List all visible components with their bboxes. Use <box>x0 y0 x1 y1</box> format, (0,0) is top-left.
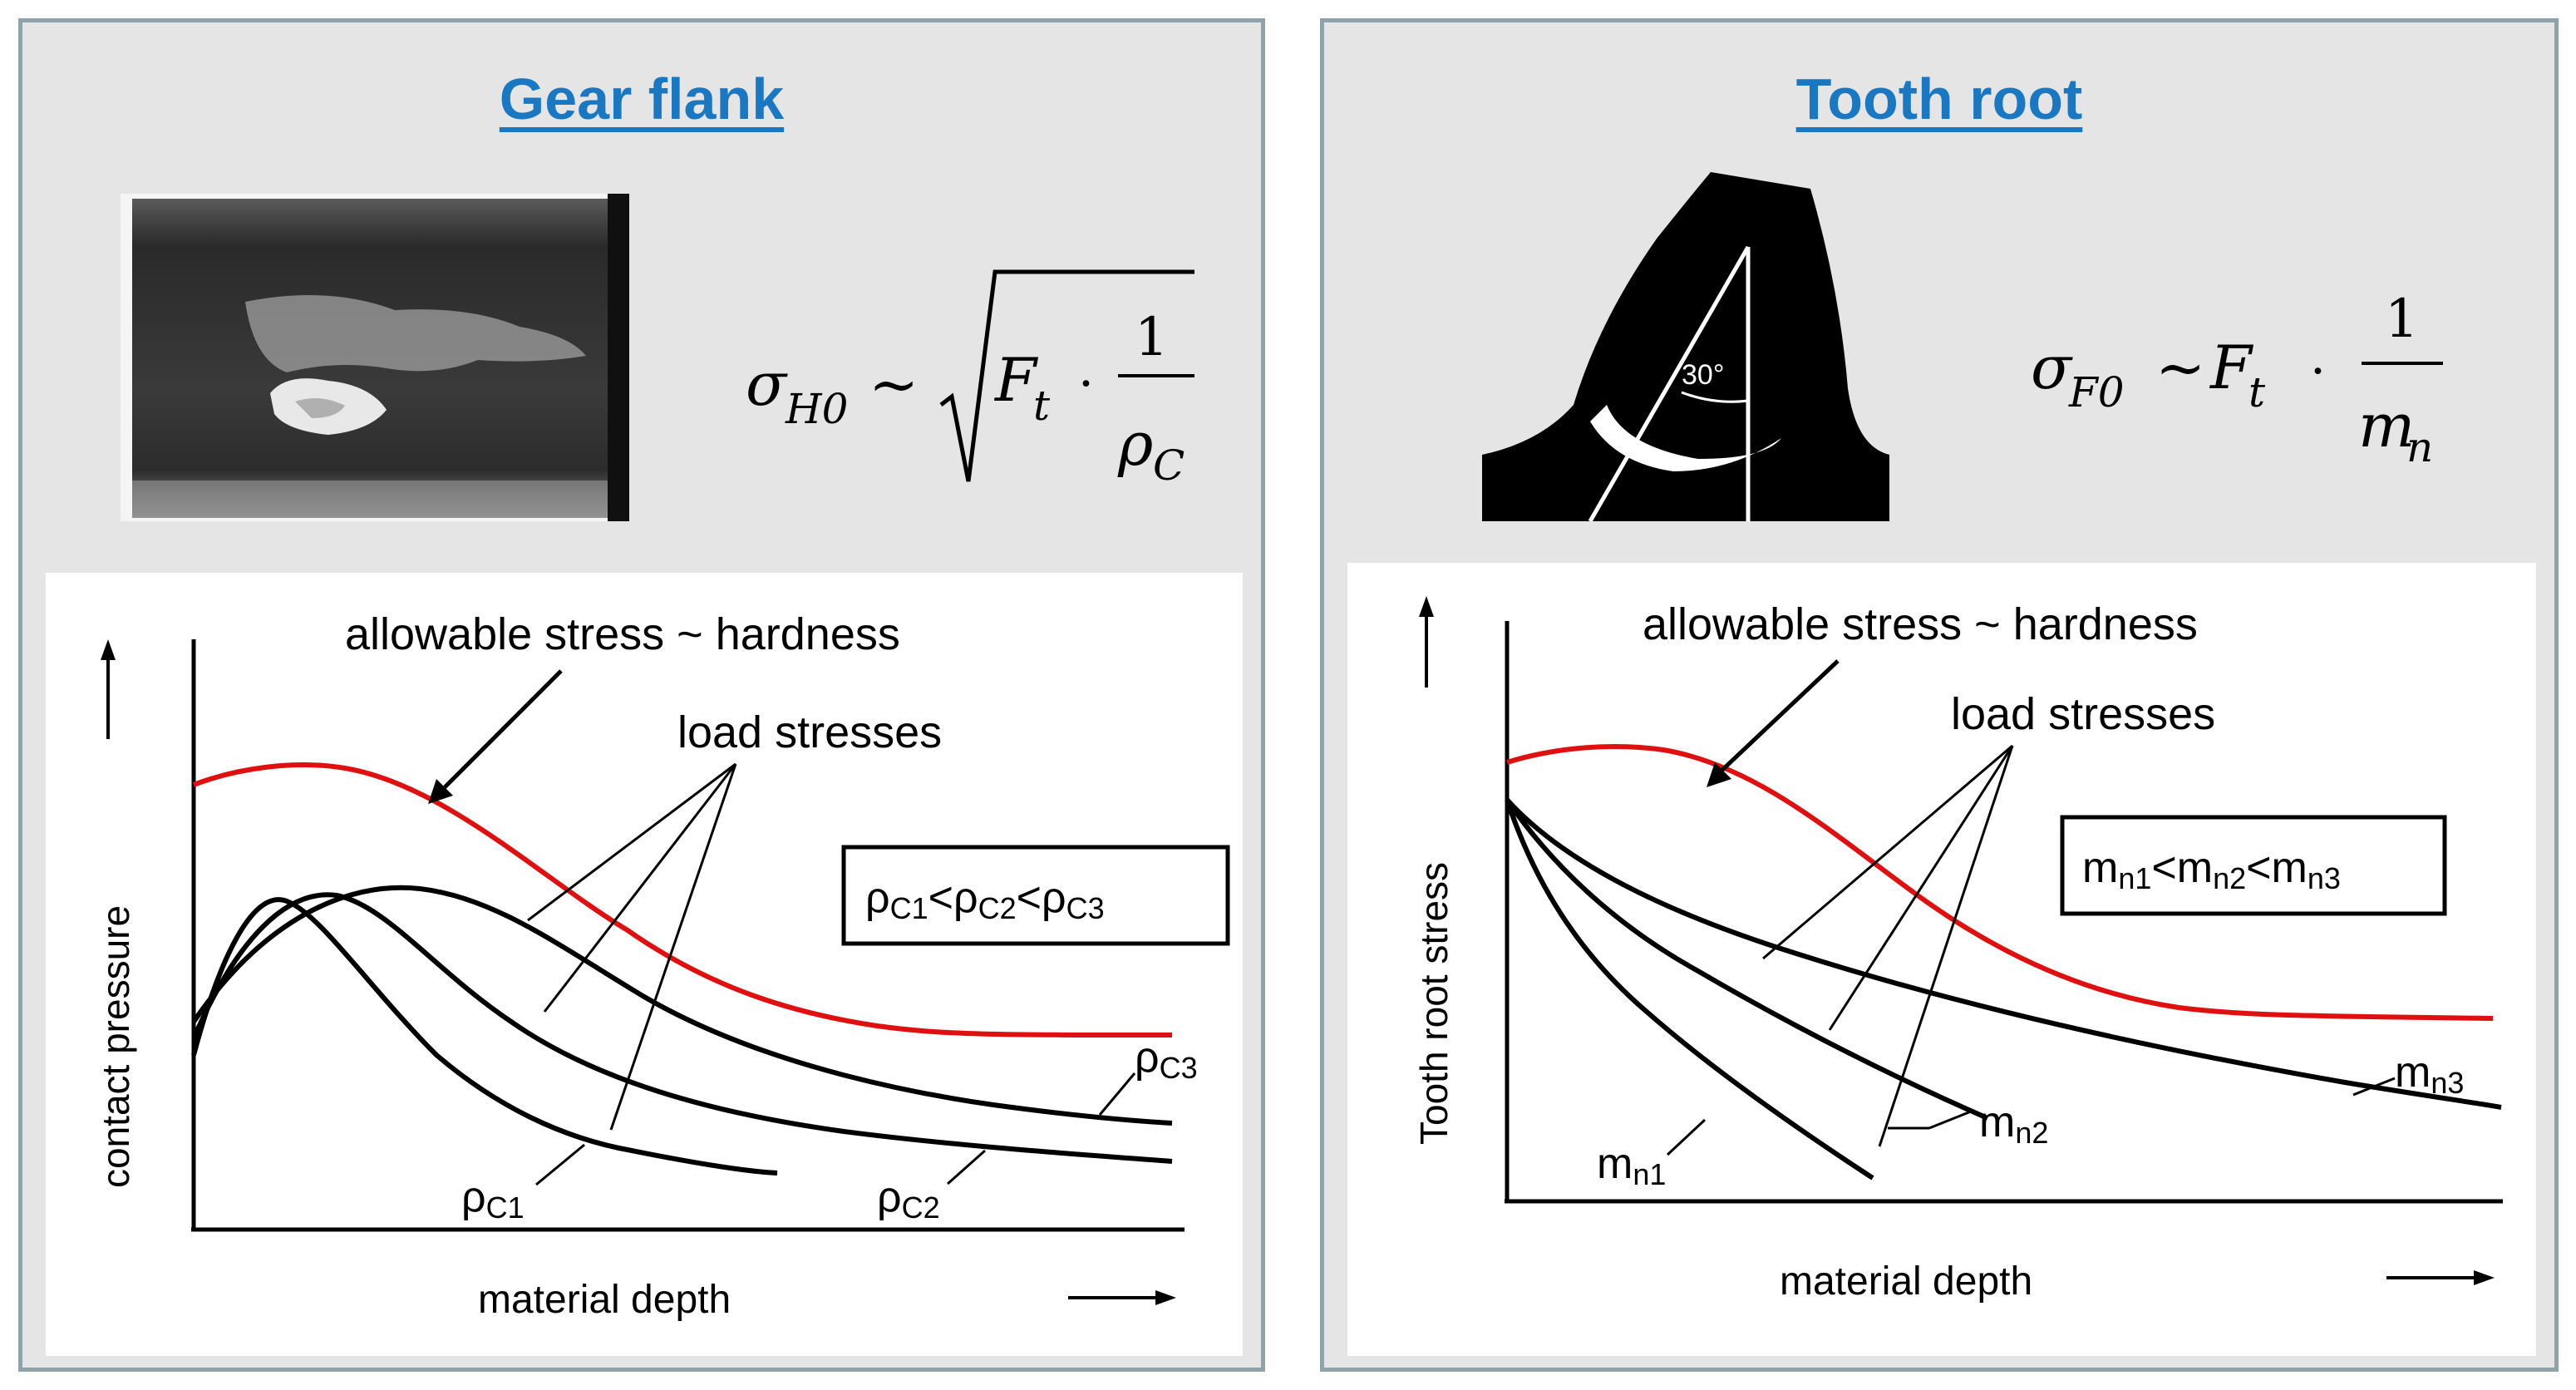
gear-tooth-silhouette: 30° <box>1482 172 1889 521</box>
y-axis-label: Tooth root stress <box>1412 862 1455 1145</box>
load-curve-rho-c3 <box>191 885 1173 1126</box>
allowable-stress-curve <box>192 762 1173 1038</box>
x-arrow-icon <box>2474 1270 2495 1285</box>
legend-box <box>2060 815 2447 916</box>
svg-text:·: · <box>1078 355 1094 413</box>
svg-text:H0: H0 <box>785 385 848 433</box>
y-axis-label: contact pressure <box>94 905 137 1188</box>
load-stresses-label: load stresses <box>1951 689 2215 739</box>
svg-text:~: ~ <box>2155 333 2205 402</box>
svg-text:1: 1 <box>2385 288 2419 350</box>
svg-text:C: C <box>1153 441 1185 490</box>
load-curve-m-n3 <box>1505 797 2502 1110</box>
svg-text:1: 1 <box>1135 307 1169 368</box>
arrow-head-icon <box>428 779 453 804</box>
load-curve-rho-c1 <box>191 897 778 1176</box>
gear-flank-chart: contact pressure material depth allowabl… <box>94 609 1230 1322</box>
curve-label-rho-c1: ρC1 <box>461 1173 525 1225</box>
svg-text:σ: σ <box>746 349 788 419</box>
legend-text: mn1<mn2<mn3 <box>2082 844 2341 895</box>
x-axis-label: material depth <box>478 1278 731 1322</box>
allowable-stress-label: allowable stress ~ hardness <box>1643 599 2198 649</box>
svg-text:σ: σ <box>2031 333 2073 402</box>
curve-label-rho-c2: ρC2 <box>877 1173 940 1225</box>
legend-text: ρC1<ρC2<ρC3 <box>865 874 1105 925</box>
tooth-root-title: Tooth root <box>1795 67 2083 131</box>
contact-stress-formula: σ H0 ~ F t · 1 ρ C <box>746 269 1194 490</box>
svg-text:·: · <box>2310 343 2326 401</box>
tooth-root-panel: Tooth root 30° σ F0 ~ F t · 1 m n Tooth … <box>1320 18 2559 1372</box>
tooth-root-chart: Tooth root stress material depth allowab… <box>1412 596 2503 1304</box>
tooth-root-chart-area: Tooth root stress material depth allowab… <box>1347 563 2536 1356</box>
gear-flank-photo <box>121 194 629 521</box>
load-curve-m-n2 <box>1505 798 1989 1121</box>
svg-text:F0: F0 <box>2068 368 2125 417</box>
x-arrow-icon <box>1155 1290 1176 1305</box>
y-arrow-icon <box>1419 596 1434 617</box>
svg-text:F: F <box>993 345 1039 415</box>
y-arrow-icon <box>101 639 116 660</box>
load-curve-m-n1 <box>1505 799 1874 1181</box>
gear-flank-panel: Gear flank σ H0 ~ F t · 1 ρ C <box>18 18 1265 1372</box>
curve-label-m-n2: mn2 <box>1979 1098 2048 1150</box>
gear-flank-title: Gear flank <box>499 67 785 131</box>
curve-label-m-n3: mn3 <box>2395 1048 2464 1100</box>
curve-label-rho-c3: ρC3 <box>1135 1033 1198 1085</box>
svg-text:ρ: ρ <box>1117 409 1153 479</box>
curve-label-m-n1: mn1 <box>1597 1140 1666 1191</box>
load-stresses-label: load stresses <box>677 707 942 757</box>
root-stress-formula: σ F0 ~ F t · 1 m n <box>2031 288 2443 471</box>
allowable-stress-curve <box>1506 743 2494 1021</box>
load-curve-rho-c2 <box>191 892 1173 1164</box>
angle-label: 30° <box>1682 359 1724 391</box>
svg-text:t: t <box>1033 382 1051 430</box>
allowable-stress-label: allowable stress ~ hardness <box>345 609 900 659</box>
gear-flank-chart-area: contact pressure material depth allowabl… <box>46 573 1243 1356</box>
arrow-head-icon <box>1707 762 1731 787</box>
svg-text:t: t <box>2248 368 2266 417</box>
legend-box <box>841 845 1230 946</box>
svg-text:m: m <box>2358 391 2415 461</box>
svg-text:n: n <box>2406 423 2433 471</box>
svg-text:~: ~ <box>869 349 919 419</box>
x-axis-label: material depth <box>1780 1259 2032 1304</box>
svg-text:F: F <box>2209 333 2254 402</box>
